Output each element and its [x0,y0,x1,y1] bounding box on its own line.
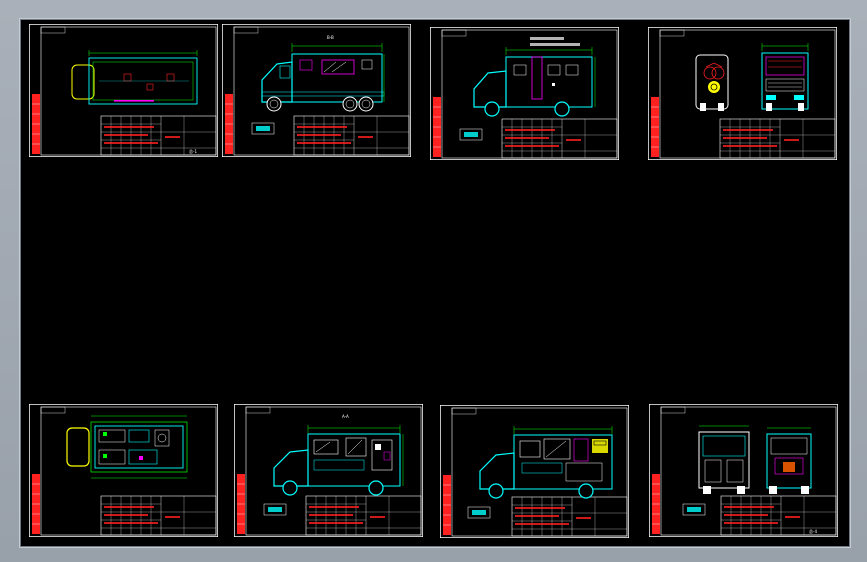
drawing-sheet[interactable] [648,27,837,160]
drawing-canvas[interactable]: 总-1 [20,19,850,547]
sheet-drawing [430,27,619,160]
sheet-drawing: A-A [234,404,423,537]
sheet-tag: 总-4 [809,528,817,534]
sheet-drawing [29,404,218,537]
sheet-drawing [440,405,629,538]
sheet-drawing: 总-4 [649,404,838,537]
sheet-drawing: 总-1 [29,24,218,157]
drawing-sheet[interactable]: B-B [222,24,411,157]
sheet-tag: A-A [342,414,349,419]
drawing-sheet[interactable] [430,27,619,160]
drawing-sheet[interactable]: 总-4 [649,404,838,537]
drawing-sheet[interactable]: 总-1 [29,24,218,157]
drawing-sheet[interactable] [440,405,629,538]
drawing-sheet[interactable]: A-A [234,404,423,537]
sheet-drawing: B-B [222,24,411,157]
sheet-tag: B-B [327,35,334,40]
sheet-drawing [648,27,837,160]
drawing-sheet[interactable] [29,404,218,537]
sheet-tag: 总-1 [189,148,197,154]
